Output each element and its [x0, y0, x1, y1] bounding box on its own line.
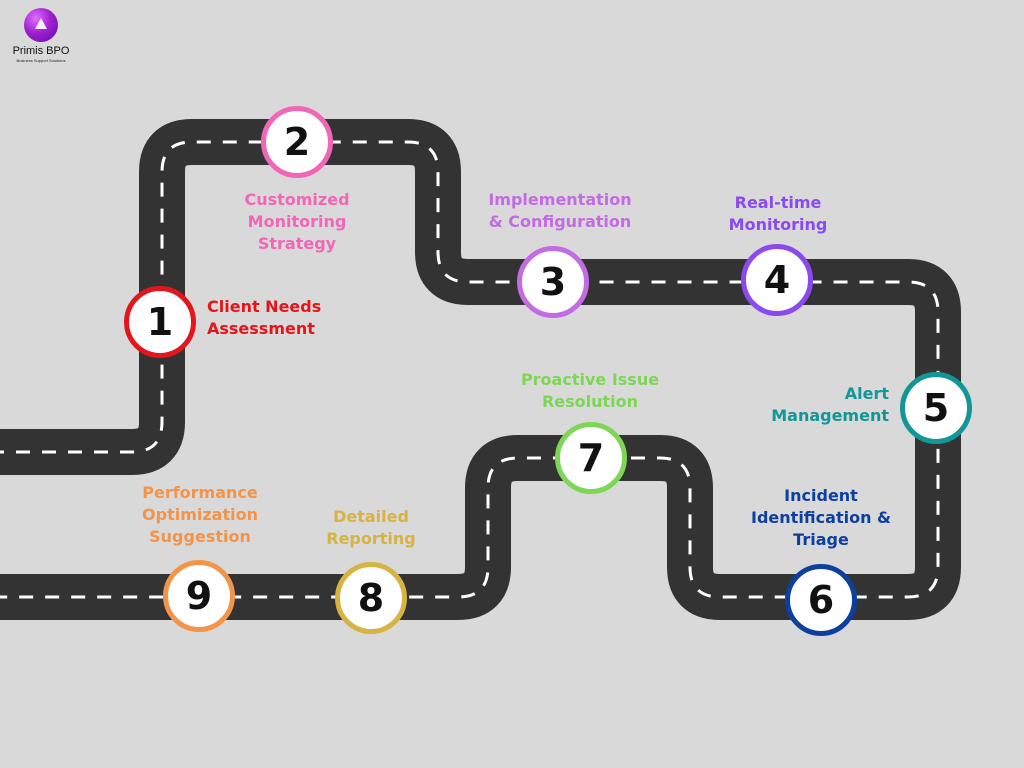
road-lane-markings — [0, 140, 940, 599]
step-9-label: Performance Optimization Suggestion — [142, 483, 258, 546]
step-3-marker: 3 — [517, 246, 589, 318]
brand-logo: Primis BPO Business Support Solutions — [8, 8, 74, 63]
step-4-marker: 4 — [741, 244, 813, 316]
step-7-marker: 7 — [555, 422, 627, 494]
step-8-marker: 8 — [335, 562, 407, 634]
step-2-marker: 2 — [261, 106, 333, 178]
step-8-label: Detailed Reporting — [326, 507, 416, 548]
step-6-marker: 6 — [785, 564, 857, 636]
step-4-label: Real-time Monitoring — [728, 193, 828, 234]
step-7-label: Proactive Issue Resolution — [520, 370, 660, 411]
step-3-label: Implementation & Configuration — [488, 190, 632, 231]
brand-tagline: Business Support Solutions — [16, 58, 66, 63]
brand-name: Primis BPO — [12, 45, 70, 57]
step-9-marker: 9 — [163, 560, 235, 632]
step-5-marker: 5 — [900, 372, 972, 444]
step-1-marker: 1 — [124, 286, 196, 358]
triangle-logo-icon — [24, 8, 58, 42]
step-1-label: Client Needs Assessment — [207, 297, 322, 338]
step-2-label: Customized Monitoring Strategy — [244, 190, 350, 253]
step-5-label: Alert Management — [771, 384, 889, 425]
step-6-label: Incident Identification & Triage — [751, 486, 891, 549]
